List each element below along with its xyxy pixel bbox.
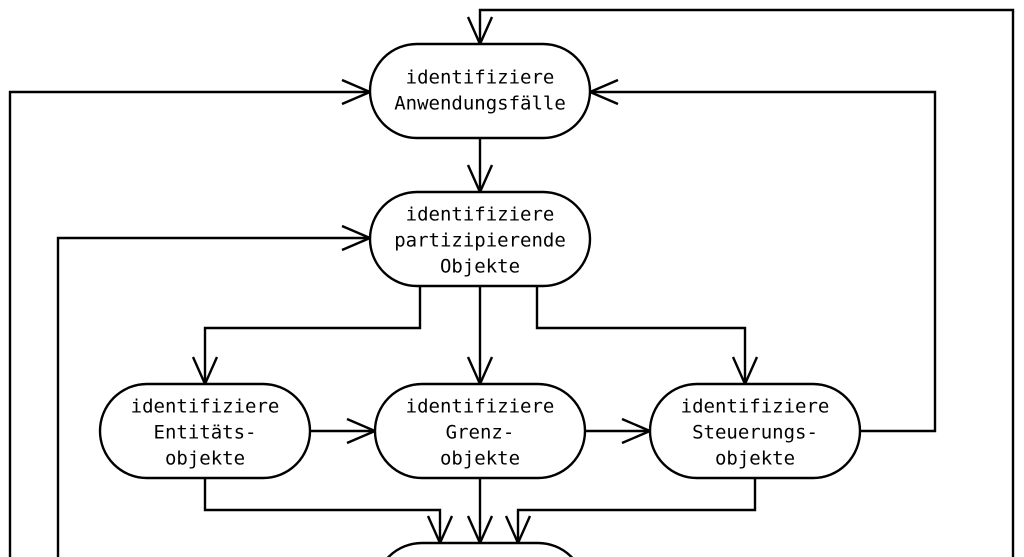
edge-steuerungs-feedback-to-anwendungsfaelle <box>586 78 937 433</box>
node-anwendungsfaelle-label: identifiziere <box>406 67 555 89</box>
edge-partizipierende-to-grenz <box>466 286 494 387</box>
edge-entitaets-to-grenz <box>310 417 379 445</box>
node-anwendungsfaelle[interactable]: identifiziere Anwendungsfälle <box>368 42 592 140</box>
edge-partizipierende-to-entitaets <box>191 286 422 387</box>
node-steuerungsobjekte-label-2: Steuerungs- <box>692 422 818 444</box>
node-entitaetsobjekte-label-3: objekte <box>165 448 245 470</box>
node-anwendungsfaelle-shape <box>368 42 592 140</box>
edge-steuerungs-to-bottom <box>504 478 757 546</box>
edge-layer <box>8 8 1015 557</box>
node-grenzobjekte-shape <box>373 382 587 480</box>
node-entitaetsobjekte-label-2: Entitäts- <box>154 422 257 444</box>
edge-grenz-to-bottom <box>466 478 494 546</box>
node-anwendungsfaelle-label-2: Anwendungsfälle <box>394 93 566 115</box>
node-layer: identifiziere Anwendungsfälle identifizi… <box>98 42 862 557</box>
node-steuerungsobjekte-label-3: objekte <box>715 448 795 470</box>
node-steuerungsobjekte[interactable]: identifiziere Steuerungs- objekte <box>648 382 862 480</box>
node-entitaetsobjekte-shape <box>98 382 312 480</box>
node-grenzobjekte-label: identifiziere <box>406 396 555 418</box>
edge-partizipierende-to-steuerungs <box>535 286 759 387</box>
node-grenzobjekte-label-3: objekte <box>440 448 520 470</box>
edge-left-outer-feedback-to-anwendungsfaelle <box>8 78 374 557</box>
node-partizipierende-objekte-label-2: partizipierende <box>394 230 566 252</box>
node-grenzobjekte[interactable]: identifiziere Grenz- objekte <box>373 382 587 480</box>
node-bottom-partial[interactable] <box>375 541 585 557</box>
edge-entitaets-to-bottom <box>203 478 454 546</box>
node-steuerungsobjekte-label: identifiziere <box>681 396 830 418</box>
node-partizipierende-objekte-shape <box>368 190 592 288</box>
node-partizipierende-objekte[interactable]: identifiziere partizipierende Objekte <box>368 190 592 288</box>
node-partizipierende-objekte-label: identifiziere <box>406 204 555 226</box>
node-steuerungsobjekte-shape <box>648 382 862 480</box>
node-grenzobjekte-label-2: Grenz- <box>446 422 515 444</box>
node-partizipierende-objekte-label-3: Objekte <box>440 256 520 278</box>
node-entitaetsobjekte-label: identifiziere <box>131 396 280 418</box>
node-bottom-partial-shape <box>386 541 574 557</box>
node-entitaetsobjekte[interactable]: identifiziere Entitäts- objekte <box>98 382 312 480</box>
edge-grenz-to-steuerungs <box>585 417 654 445</box>
edge-anwendungsfaelle-to-partizipierende <box>466 138 494 195</box>
